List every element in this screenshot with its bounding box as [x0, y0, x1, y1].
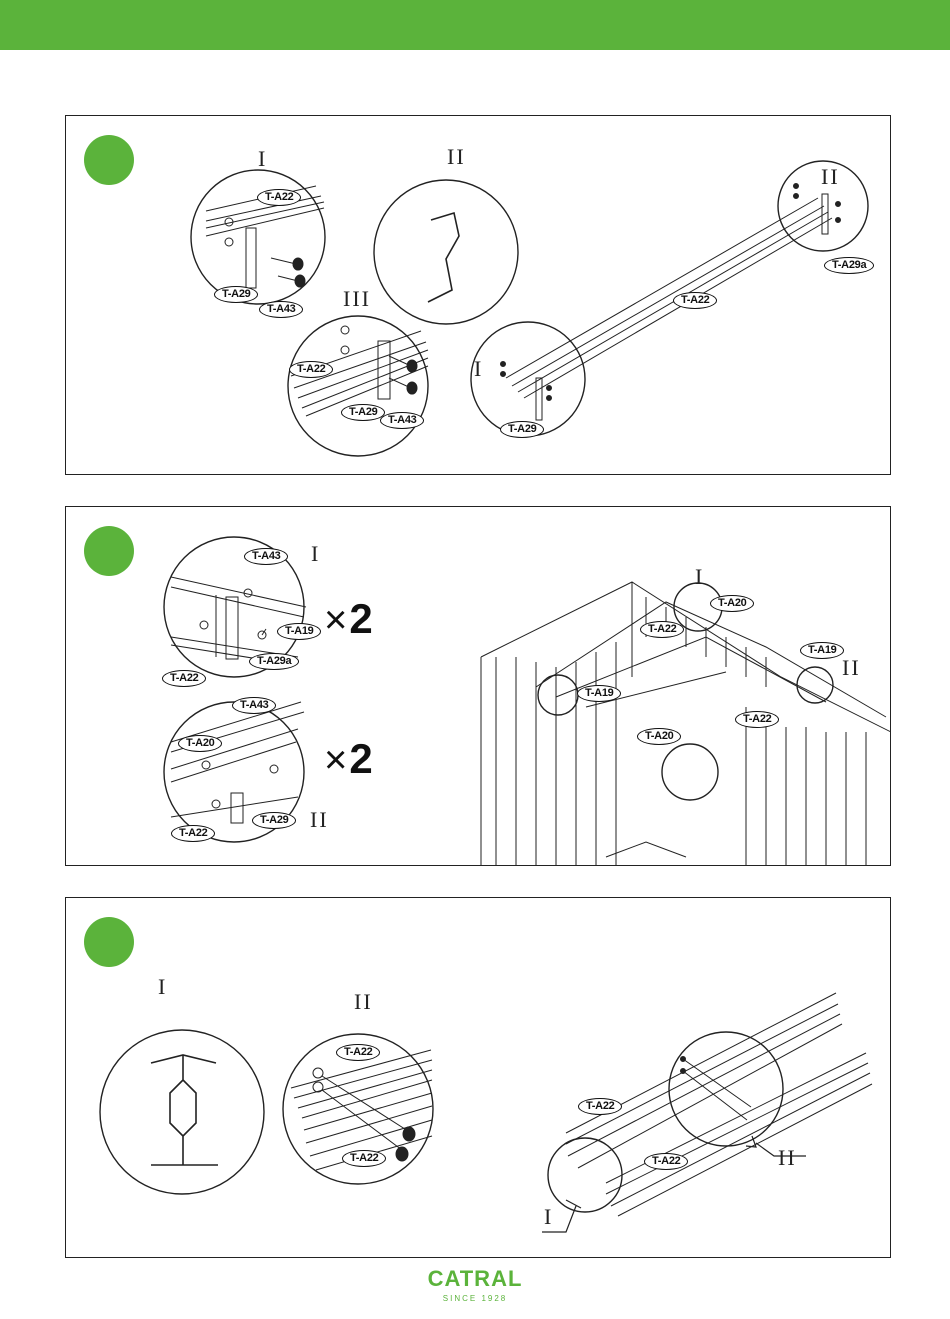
part-tag: T-A29a [824, 257, 874, 274]
part-tag: T-A43 [380, 412, 424, 429]
part-tag: T-A22 [673, 292, 717, 309]
detail-label-ii: II [447, 144, 466, 170]
part-tag: T-A20 [178, 735, 222, 752]
part-tag: T-A22 [640, 621, 684, 638]
part-tag: T-A22 [578, 1098, 622, 1115]
brand-tagline: SINCE 1928 [0, 1294, 950, 1303]
beam-label-i: I [544, 1204, 553, 1230]
shed-label-ii: II [842, 655, 861, 681]
part-tag: T-A19 [577, 685, 621, 702]
part-tag: T-A22 [171, 825, 215, 842]
part-tag: T-A22 [289, 361, 333, 378]
part-tag: T-A43 [232, 697, 276, 714]
part-tag: T-A29 [500, 421, 544, 438]
part-tag: T-A19 [277, 623, 321, 640]
brand-footer: CATRAL SINCE 1928 [0, 1266, 950, 1303]
step-panel-3: I II II I T-A22 T-A22 T-A22 T-A22 [65, 897, 891, 1258]
part-tag: T-A22 [162, 670, 206, 687]
quantity-multiplier-2: ×2 [324, 735, 373, 783]
brand-logo: CATRAL [0, 1266, 950, 1292]
detail-label-i-end: I [474, 356, 483, 382]
part-tag: T-A20 [637, 728, 681, 745]
step-panel-2: I II I II ×2 ×2 T-A43 T-A19 T-A29a T-A22… [65, 506, 891, 866]
step-panel-1: I II III II I T-A22 T-A29 T-A43 T-A22 T-… [65, 115, 891, 475]
shed-label-i: I [695, 564, 704, 590]
detail-label-i: I [258, 146, 267, 172]
detail-label-i: I [311, 541, 320, 567]
detail-label-ii: II [354, 989, 373, 1015]
part-tag: T-A20 [710, 595, 754, 612]
header-bar [0, 0, 950, 50]
beam-label-ii: II [778, 1145, 797, 1171]
part-tag: T-A22 [257, 189, 301, 206]
part-tag: T-A19 [800, 642, 844, 659]
part-tag: T-A22 [735, 711, 779, 728]
part-tag: T-A29 [341, 404, 385, 421]
step-3-illustration [66, 898, 890, 1257]
part-tag: T-A43 [259, 301, 303, 318]
detail-label-i: I [158, 974, 167, 1000]
detail-label-ii: II [310, 807, 329, 833]
detail-label-iii: III [343, 286, 371, 312]
part-tag: T-A29 [252, 812, 296, 829]
part-tag: T-A43 [244, 548, 288, 565]
part-tag: T-A22 [342, 1150, 386, 1167]
detail-label-ii-end: II [821, 164, 840, 190]
part-tag: T-A22 [336, 1044, 380, 1061]
step-1-illustration [66, 116, 890, 474]
part-tag: T-A29a [249, 653, 299, 670]
part-tag: T-A22 [644, 1153, 688, 1170]
part-tag: T-A29 [214, 286, 258, 303]
quantity-multiplier-1: ×2 [324, 595, 373, 643]
